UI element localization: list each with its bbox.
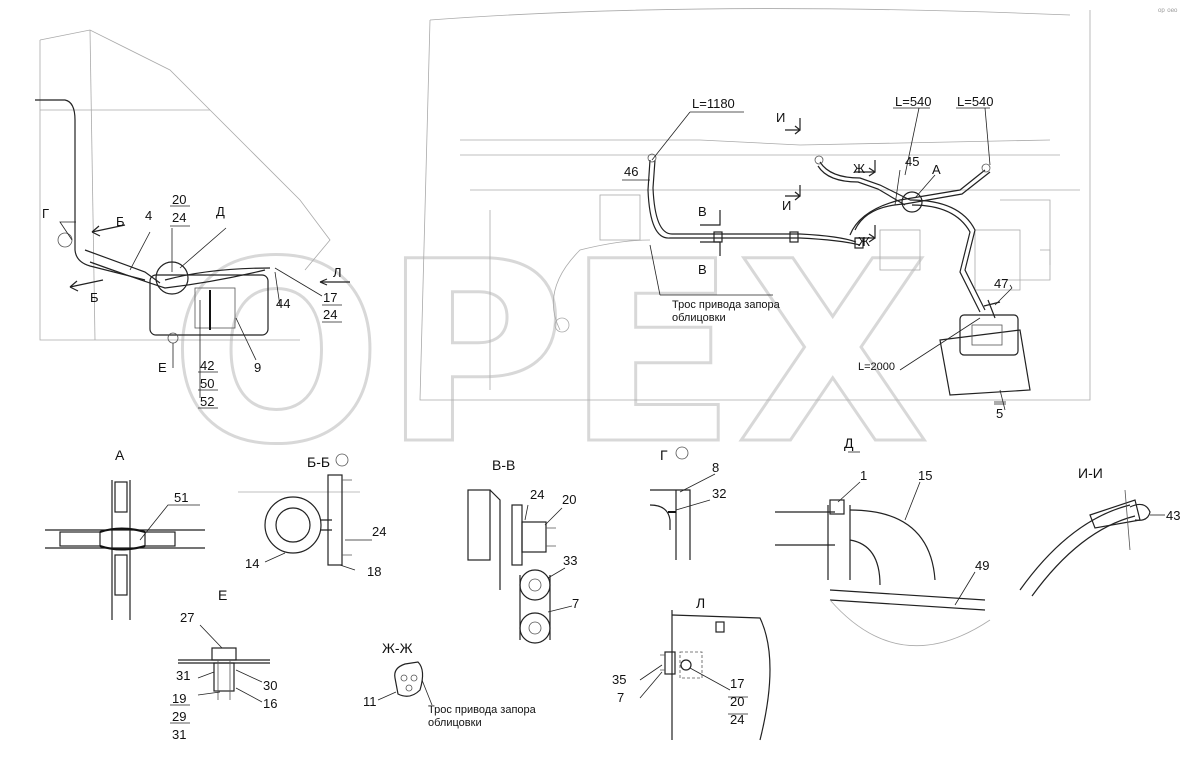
label-d: Д — [216, 204, 225, 219]
label-L540-a: L=540 — [895, 94, 932, 109]
label-47: 47 — [994, 276, 1008, 291]
label-9: 9 — [254, 360, 261, 375]
label-zh-top: Ж — [853, 161, 865, 176]
section-vv-24: 24 — [530, 487, 544, 502]
section-e-19: 19 — [172, 691, 186, 706]
right-view — [419, 8, 1091, 411]
section-zhzh-cable-line2: облицовки — [428, 717, 482, 729]
section-e-29: 29 — [172, 709, 186, 724]
label-b-bottom: Б — [90, 290, 99, 305]
section-zhzh-cable-line1: Трос привода запора — [428, 704, 537, 716]
label-44: 44 — [276, 296, 290, 311]
label-L2000: L=2000 — [858, 361, 895, 373]
label-v-top: В — [698, 204, 707, 219]
cable-label-line2: облицовки — [672, 312, 726, 324]
section-d — [775, 451, 991, 646]
section-l-35: 35 — [612, 672, 626, 687]
section-l-title: Л — [696, 595, 705, 611]
label-i-mid: И — [782, 198, 791, 213]
section-a-title: А — [115, 447, 125, 463]
cable-label-line1: Трос привода запора — [672, 299, 781, 311]
section-bb-14: 14 — [245, 556, 259, 571]
label-i-top: И — [776, 110, 785, 125]
label-42: 42 — [200, 358, 214, 373]
section-g-32: 32 — [712, 486, 726, 501]
section-ii-title: И-И — [1078, 465, 1103, 481]
section-bb-24: 24 — [372, 524, 386, 539]
section-d-1: 1 — [860, 468, 867, 483]
section-d-49: 49 — [975, 558, 989, 573]
section-l-7: 7 — [617, 690, 624, 705]
section-vv — [467, 489, 573, 644]
label-24: 24 — [172, 210, 186, 225]
label-g: Г — [42, 206, 49, 221]
section-e-27: 27 — [180, 610, 194, 625]
label-17: 17 — [323, 290, 337, 305]
label-L540-b: L=540 — [957, 94, 994, 109]
label-24-right: 24 — [323, 307, 337, 322]
section-a-51: 51 — [174, 490, 188, 505]
label-46: 46 — [624, 164, 638, 179]
label-20: 20 — [172, 192, 186, 207]
label-b-top: Б — [116, 214, 125, 229]
section-zhzh-title: Ж-Ж — [382, 640, 413, 656]
section-l-20: 20 — [730, 694, 744, 709]
section-bb-18: 18 — [367, 564, 381, 579]
section-ii — [1019, 489, 1165, 597]
label-L1180: L=1180 — [692, 96, 735, 111]
section-l-24: 24 — [730, 712, 744, 727]
label-52: 52 — [200, 394, 214, 409]
left-view — [35, 29, 350, 409]
section-vv-20: 20 — [562, 492, 576, 507]
section-e-title: Е — [218, 587, 227, 603]
label-zh-bottom: Ж — [858, 234, 870, 249]
section-a — [45, 480, 205, 620]
section-g — [649, 446, 716, 560]
section-l — [639, 610, 771, 741]
section-d-title: Д — [844, 435, 854, 451]
section-bb — [238, 453, 372, 571]
section-g-title: Г — [660, 447, 668, 463]
section-vv-title: В-В — [492, 457, 515, 473]
section-e-31-bottom: 31 — [172, 727, 186, 742]
section-vv-33: 33 — [563, 553, 577, 568]
section-e — [170, 624, 270, 724]
section-vv-7: 7 — [572, 596, 579, 611]
section-ii-43: 43 — [1166, 508, 1180, 523]
section-l-17: 17 — [730, 676, 744, 691]
label-a: А — [932, 162, 941, 177]
corner-mark: ᵒᵖ ᵒᵉᵒ — [1158, 6, 1178, 16]
section-e-16: 16 — [263, 696, 277, 711]
label-v-bottom: В — [698, 262, 707, 277]
label-50: 50 — [200, 376, 214, 391]
section-bb-title: Б-Б — [307, 454, 330, 470]
section-e-31-top: 31 — [176, 668, 190, 683]
label-5: 5 — [996, 406, 1003, 421]
label-l: Л — [333, 265, 342, 280]
section-zhzh — [377, 661, 433, 706]
section-e-30: 30 — [263, 678, 277, 693]
section-zhzh-11: 11 — [363, 694, 377, 709]
label-45: 45 — [905, 154, 919, 169]
label-4: 4 — [145, 208, 152, 223]
section-d-15: 15 — [918, 468, 932, 483]
label-e: Е — [158, 360, 167, 375]
watermark-text: OPEX — [170, 208, 929, 499]
section-g-8: 8 — [712, 460, 719, 475]
